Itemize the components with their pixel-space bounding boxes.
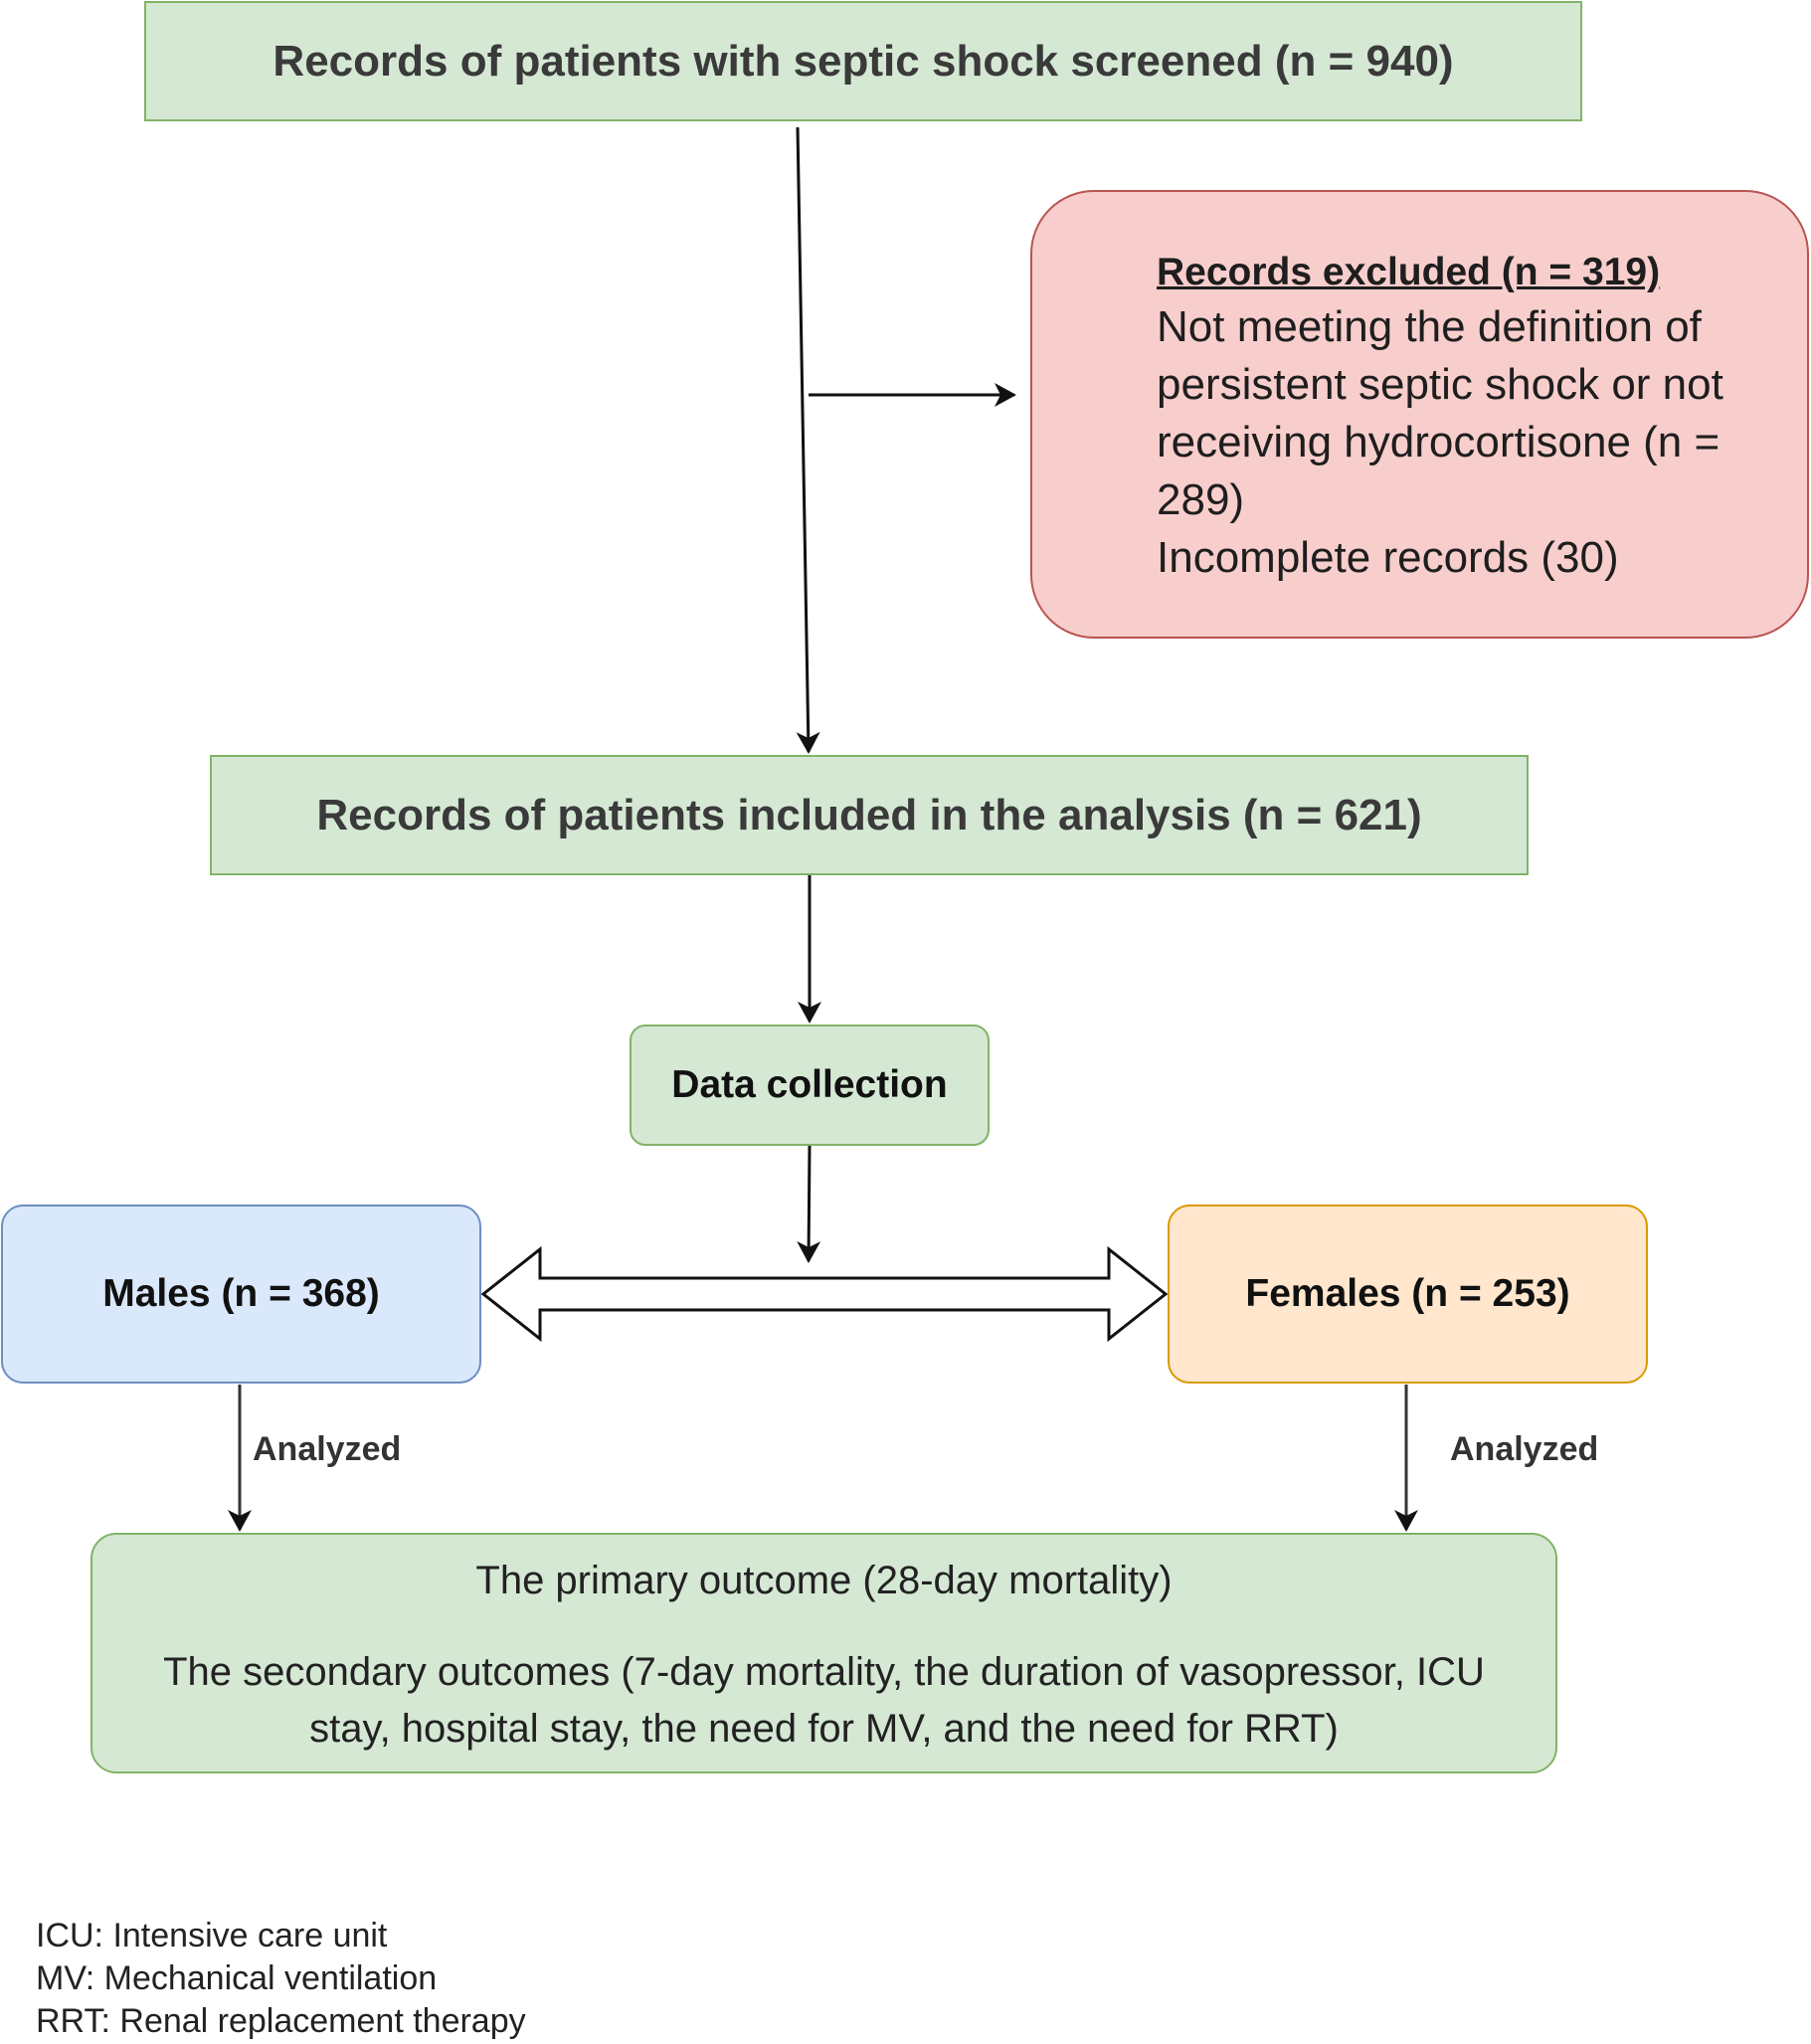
excluded-box: Records excluded (n = 319) Not meeting t…	[1030, 190, 1809, 639]
secondary-outcomes-text: The secondary outcomes (7-day mortality,…	[163, 1650, 1485, 1751]
arrow-screened-to-included	[796, 126, 820, 754]
analyzed-label-males: Analyzed	[253, 1430, 402, 1468]
primary-outcome-text: The primary outcome (28-day mortality)	[475, 1559, 1173, 1602]
analyzed-label-females: Analyzed	[1450, 1430, 1599, 1468]
legend-rrt: RRT: Renal replacement therapy	[36, 2002, 526, 2040]
excluded-reason-2: Incomplete records (30)	[1157, 533, 1619, 582]
included-box: Records of patients included in the anal…	[210, 755, 1529, 875]
outcomes-box: The primary outcome (28-day mortality) T…	[91, 1533, 1557, 1773]
legend-icu: ICU: Intensive care unit	[36, 1917, 388, 1954]
screened-box: Records of patients with septic shock sc…	[144, 1, 1582, 121]
excluded-title: Records excluded (n = 319)	[1157, 251, 1661, 293]
males-text: Males (n = 368)	[102, 1272, 380, 1315]
arrow-data-collection-to-groups	[797, 1145, 821, 1263]
males-box: Males (n = 368)	[1, 1205, 481, 1384]
females-text: Females (n = 253)	[1245, 1272, 1570, 1315]
legend-mv: MV: Mechanical ventilation	[36, 1959, 438, 1997]
females-box: Females (n = 253)	[1168, 1205, 1648, 1384]
excluded-reason-1: Not meeting the definition of persistent…	[1157, 302, 1723, 524]
abbreviation-legend: ICU: Intensive care unit MV: Mechanical …	[36, 1915, 526, 2043]
data-collection-box: Data collection	[630, 1024, 990, 1146]
included-text: Records of patients included in the anal…	[316, 790, 1422, 839]
data-collection-text: Data collection	[671, 1063, 948, 1106]
screened-text: Records of patients with septic shock sc…	[272, 36, 1454, 86]
double-arrow-males-females	[480, 1245, 1169, 1343]
